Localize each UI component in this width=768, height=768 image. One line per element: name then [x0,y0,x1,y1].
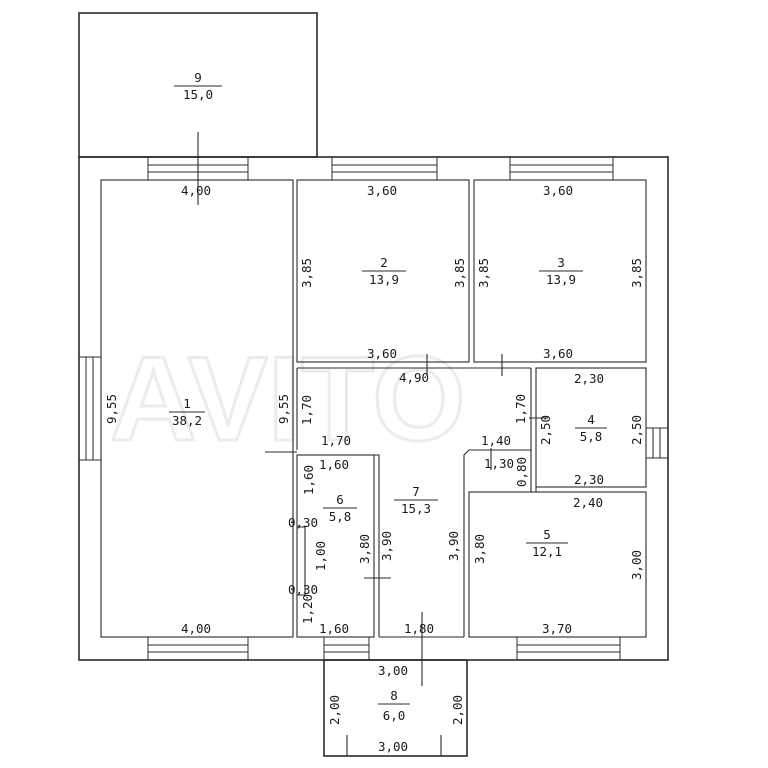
room-8-outline [323,659,468,757]
room-6-area: 5,8 [329,509,352,524]
watermark: AVITO [110,332,466,466]
dim-hall-right: 1,70 [513,394,528,424]
room-4-number: 4 [587,412,595,427]
room-9-area: 15,0 [183,87,213,102]
room-2-area: 13,9 [369,272,399,287]
window-room2-top [331,156,438,181]
room-1-area: 38,2 [172,413,202,428]
dim-r4-bottom: 2,30 [574,472,604,487]
dim-r2-left: 3,85 [299,258,314,288]
dim-r3-left: 3,85 [476,258,491,288]
dim-r4-left: 2,50 [538,415,553,445]
room-3-number: 3 [557,255,565,270]
room-4-area: 5,8 [580,429,603,444]
room-3-area: 13,9 [546,272,576,287]
dim-r6-offset-lower: 0,30 [288,582,318,597]
window-room1-bottom [147,636,249,661]
window-room3-top [509,156,614,181]
dim-hall-bottom-right: 1,40 [481,433,511,448]
dim-r6-inner: 1,00 [313,541,328,571]
dim-r6-offset-upper: 0,30 [288,515,318,530]
room-labels: 9 15,0 1 38,2 2 13,9 3 13,9 4 5,8 5 12,1… [169,70,607,723]
dimension-labels: 4,00 4,00 9,55 9,55 3,60 3,60 3,85 3,85 … [104,183,644,754]
dim-r8-bottom: 3,00 [378,739,408,754]
dim-r5-bottom: 3,70 [542,621,572,636]
dim-hall-left: 1,70 [299,395,314,425]
dim-r1-top: 4,00 [181,183,211,198]
dim-r3-top: 3,60 [543,183,573,198]
dim-r6-bottom: 1,60 [319,621,349,636]
dim-r8-left: 2,00 [327,695,342,725]
dim-r1-left: 9,55 [104,394,119,424]
dim-r8-top: 3,00 [378,663,408,678]
room-7-left-wall [374,454,380,637]
dim-r1-bottom: 4,00 [181,621,211,636]
dim-r3-right: 3,85 [629,258,644,288]
door-markers [197,132,548,756]
dim-r6-left-lower: 1,20 [300,594,315,624]
room-5-area: 12,1 [532,544,562,559]
dim-r5-right: 3,00 [629,550,644,580]
dim-r7-top: 4,90 [399,370,429,385]
window-room6-bottom [323,636,370,661]
room-2-number: 2 [380,255,388,270]
dim-r2-top: 3,60 [367,183,397,198]
dim-r7-left: 3,90 [379,531,394,561]
hall-step [530,450,537,493]
dim-r3-bottom: 3,60 [543,346,573,361]
dim-r4-right: 2,50 [629,415,644,445]
dim-step-vertical: 0,80 [514,457,529,487]
dim-r6-top: 1,60 [319,457,349,472]
room-5-outline [468,491,647,638]
room-8-area: 6,0 [383,708,406,723]
room-7-right-wall [463,368,532,637]
dim-r4-top: 2,30 [574,371,604,386]
room-5-number: 5 [543,527,551,542]
window-room1-left [78,356,102,461]
windows [78,156,669,661]
window-room5-bottom [516,636,621,661]
room-6-niche [297,526,306,596]
room-9-number: 9 [194,70,202,85]
dim-step-horizontal: 1,30 [484,456,514,471]
dim-r2-right: 3,85 [452,258,467,288]
dim-r1-right: 9,55 [276,394,291,424]
dim-r6-right: 3,80 [357,534,372,564]
window-room4-right [645,427,669,459]
room-7-number: 7 [412,484,420,499]
room-6-number: 6 [336,492,344,507]
dim-r2-bottom: 3,60 [367,346,397,361]
room-8-number: 8 [390,688,398,703]
dim-r8-right: 2,00 [450,695,465,725]
dim-r5-left: 3,80 [472,534,487,564]
room-7-area: 15,3 [401,501,431,516]
dim-r6-left-upper: 1,60 [301,465,316,495]
dim-r5-top: 2,40 [573,495,603,510]
dim-hall-bottom-left: 1,70 [321,433,351,448]
dim-r7-right: 3,90 [446,531,461,561]
dim-r7-bottom: 1,80 [404,621,434,636]
room-1-number: 1 [183,396,191,411]
